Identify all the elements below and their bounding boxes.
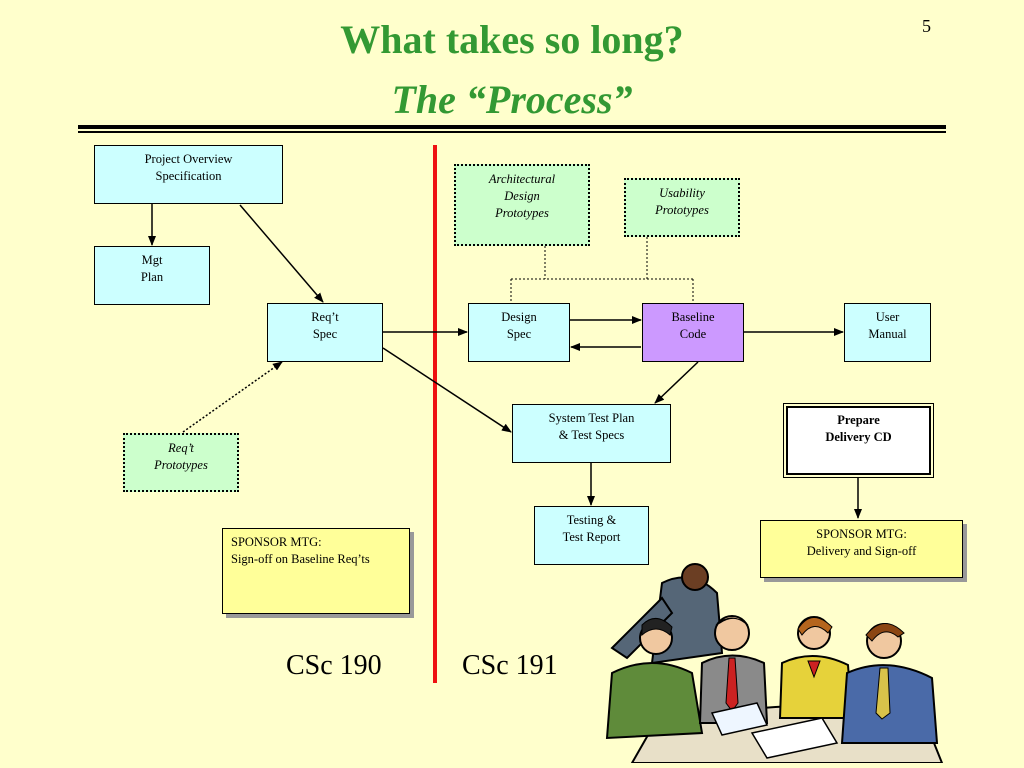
course-divider-line xyxy=(433,145,437,683)
prototype-connector xyxy=(510,237,694,302)
people-meeting-illustration xyxy=(605,563,944,763)
course-label-right: CSc 191 xyxy=(462,650,558,681)
title-rule-thick xyxy=(78,125,946,129)
testing-report-box: Testing & Test Report xyxy=(534,506,649,565)
usability-prototypes-label: Usability Prototypes xyxy=(655,186,709,217)
arrow-overview-to-reqspec xyxy=(239,204,324,303)
title-rule-thin xyxy=(78,131,946,133)
req-spec-box: Req’t Spec xyxy=(267,303,383,362)
page-number: 5 xyxy=(922,16,931,36)
design-spec-label: Design Spec xyxy=(501,310,537,341)
project-overview-box: Project Overview Specification xyxy=(94,145,283,204)
design-spec-box: Design Spec xyxy=(468,303,570,362)
prepare-delivery-cd-box: Prepare Delivery CD xyxy=(783,403,934,478)
mgt-plan-label: Mgt Plan xyxy=(140,253,164,284)
arrow-code-to-testplan xyxy=(654,361,699,404)
arrow-reqproto-to-reqspec xyxy=(182,361,283,433)
system-test-plan-label: System Test Plan & Test Specs xyxy=(548,411,635,442)
slide-subtitle: The “Process” xyxy=(391,77,633,122)
req-spec-label: Req’t Spec xyxy=(311,310,339,341)
usability-prototypes-box: Usability Prototypes xyxy=(624,178,740,237)
system-test-plan-box: System Test Plan & Test Specs xyxy=(512,404,671,463)
project-overview-label: Project Overview Specification xyxy=(144,152,233,183)
slide-title: What takes so long? xyxy=(340,17,684,62)
baseline-code-box: Baseline Code xyxy=(642,303,744,362)
sponsor-meeting-right-label: SPONSOR MTG: Delivery and Sign-off xyxy=(806,527,917,558)
mgt-plan-box: Mgt Plan xyxy=(94,246,210,305)
sponsor-meeting-left-label: SPONSOR MTG: Sign-off on Baseline Req’ts xyxy=(231,535,370,566)
req-prototypes-box: Req’t Prototypes xyxy=(123,433,239,492)
prepare-delivery-cd-label: Prepare Delivery CD xyxy=(825,413,892,444)
arch-prototypes-box: Architectural Design Prototypes xyxy=(454,164,590,246)
arch-prototypes-label: Architectural Design Prototypes xyxy=(488,172,556,220)
baseline-code-label: Baseline Code xyxy=(671,310,715,341)
req-prototypes-label: Req’t Prototypes xyxy=(154,441,208,472)
sponsor-meeting-right-box: SPONSOR MTG: Delivery and Sign-off xyxy=(760,520,963,578)
course-label-left: CSc 190 xyxy=(286,650,382,681)
sponsor-meeting-left-box: SPONSOR MTG: Sign-off on Baseline Req’ts xyxy=(222,528,410,614)
user-manual-label: User Manual xyxy=(868,310,907,341)
testing-report-label: Testing & Test Report xyxy=(562,513,621,544)
user-manual-box: User Manual xyxy=(844,303,931,362)
